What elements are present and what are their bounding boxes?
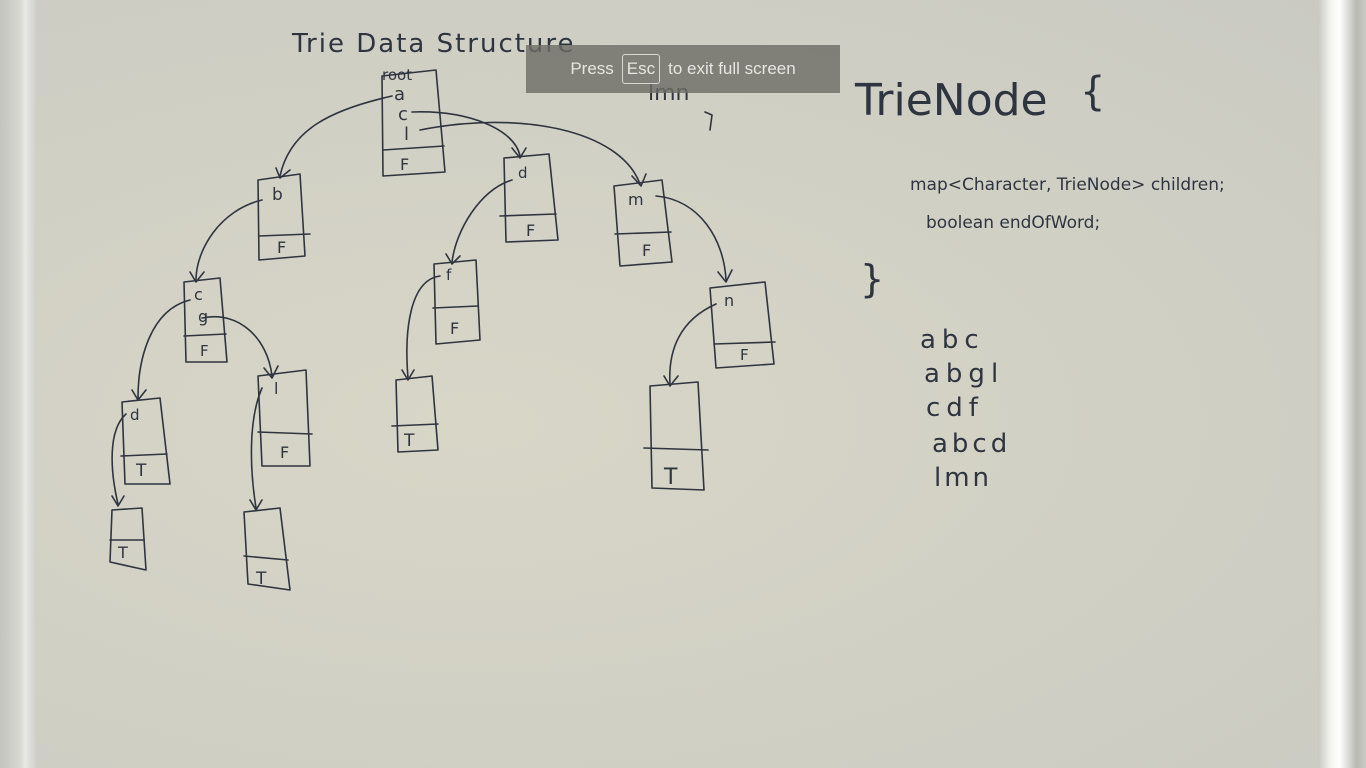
class-open-brace: { xyxy=(1080,69,1105,115)
fullscreen-notice: Press Esc to exit full screen xyxy=(526,45,840,93)
edge-root-d xyxy=(411,111,521,157)
edge-root-m-head xyxy=(631,173,647,187)
edge-f-leaf-head xyxy=(401,369,415,381)
edge-d-f-head xyxy=(445,253,461,265)
node-n: n F xyxy=(709,281,776,369)
edge-b-cg xyxy=(195,199,263,281)
trie-edges xyxy=(111,95,733,511)
node-l-leaf: T xyxy=(243,507,291,591)
node-d-top-flag: F xyxy=(526,221,535,240)
node-f-leaf-flag: T xyxy=(403,431,415,451)
node-d-top-char-0: d xyxy=(518,164,528,182)
edge-root-b-head xyxy=(275,167,291,179)
node-d-top: d F xyxy=(499,153,559,243)
node-root-char-2: l xyxy=(404,124,409,145)
node-b-char-0: b xyxy=(272,185,283,205)
node-f: f F xyxy=(432,259,481,345)
whiteboard-left-frame xyxy=(0,0,36,768)
word-list: abc abgl cdf abcd lmn xyxy=(920,325,1011,493)
node-m: m F xyxy=(613,179,673,267)
fullscreen-notice-suffix: to exit full screen xyxy=(668,59,796,78)
edge-b-cg-head xyxy=(189,271,205,283)
node-cg: c g F xyxy=(183,277,228,363)
node-d-mid-char-0: d xyxy=(130,406,140,424)
edge-l-leaf-head xyxy=(249,499,263,511)
node-n-leaf: T xyxy=(643,381,709,491)
edge-n-leaf-head xyxy=(663,375,679,387)
edge-g-l xyxy=(201,315,273,377)
node-root-char-0: a xyxy=(394,84,405,105)
node-m-flag: F xyxy=(642,241,651,260)
search-pointer-arrow xyxy=(704,111,713,131)
node-root-flag: F xyxy=(400,155,409,174)
node-root-char-1: c xyxy=(398,104,408,125)
edge-d-leaf xyxy=(111,413,127,505)
node-root: a c l F xyxy=(381,69,446,177)
node-d-leaf-flag: T xyxy=(117,543,128,562)
node-l-mid-flag: F xyxy=(280,443,289,462)
node-cg-flag: F xyxy=(200,342,209,360)
edge-m-n-head xyxy=(717,269,733,283)
edge-l-leaf xyxy=(250,387,263,509)
edge-root-b xyxy=(279,95,393,177)
word-item: abc xyxy=(920,325,985,355)
node-b: b F xyxy=(257,173,311,261)
field-children: map<Character, TrieNode> children; xyxy=(910,175,1225,195)
node-b-flag: F xyxy=(277,238,286,257)
node-cg-char-0: c xyxy=(194,285,203,304)
edge-g-l-head xyxy=(263,365,279,379)
edge-d-f xyxy=(451,179,513,263)
class-name: TrieNode xyxy=(854,75,1048,126)
edge-f-leaf xyxy=(406,275,441,379)
node-d-mid-flag: T xyxy=(135,461,147,481)
edge-m-n xyxy=(655,195,727,281)
edge-d-leaf-head xyxy=(111,495,125,507)
node-n-flag: F xyxy=(740,346,749,364)
node-cg-char-1: g xyxy=(198,307,208,326)
edge-root-m xyxy=(419,121,641,185)
word-item: abcd xyxy=(932,429,1011,459)
whiteboard-right-frame xyxy=(1318,0,1366,768)
edge-c-d xyxy=(137,299,191,399)
node-f-char-0: f xyxy=(446,266,452,284)
node-l-mid: l F xyxy=(257,369,313,467)
node-l-leaf-flag: T xyxy=(255,569,267,589)
node-n-leaf-flag: T xyxy=(663,465,678,490)
field-end-of-word: boolean endOfWord; xyxy=(926,213,1100,233)
word-item: abgl xyxy=(924,359,1004,389)
node-n-char-0: n xyxy=(724,291,734,310)
node-f-flag: F xyxy=(450,319,459,338)
node-m-char-0: m xyxy=(628,190,644,209)
node-f-leaf: T xyxy=(391,375,439,453)
esc-key-badge: Esc xyxy=(621,54,661,84)
fullscreen-notice-prefix: Press xyxy=(570,59,614,78)
edge-n-leaf xyxy=(669,303,717,385)
class-close-brace: } xyxy=(860,257,884,301)
node-d-mid: d T xyxy=(120,397,171,485)
node-d-leaf: T xyxy=(109,507,147,571)
edge-root-d-head xyxy=(511,147,527,159)
word-item: cdf xyxy=(926,393,984,423)
word-item: lmn xyxy=(934,463,992,493)
edge-c-d-head xyxy=(131,389,147,401)
node-l-mid-char-0: l xyxy=(274,379,278,398)
